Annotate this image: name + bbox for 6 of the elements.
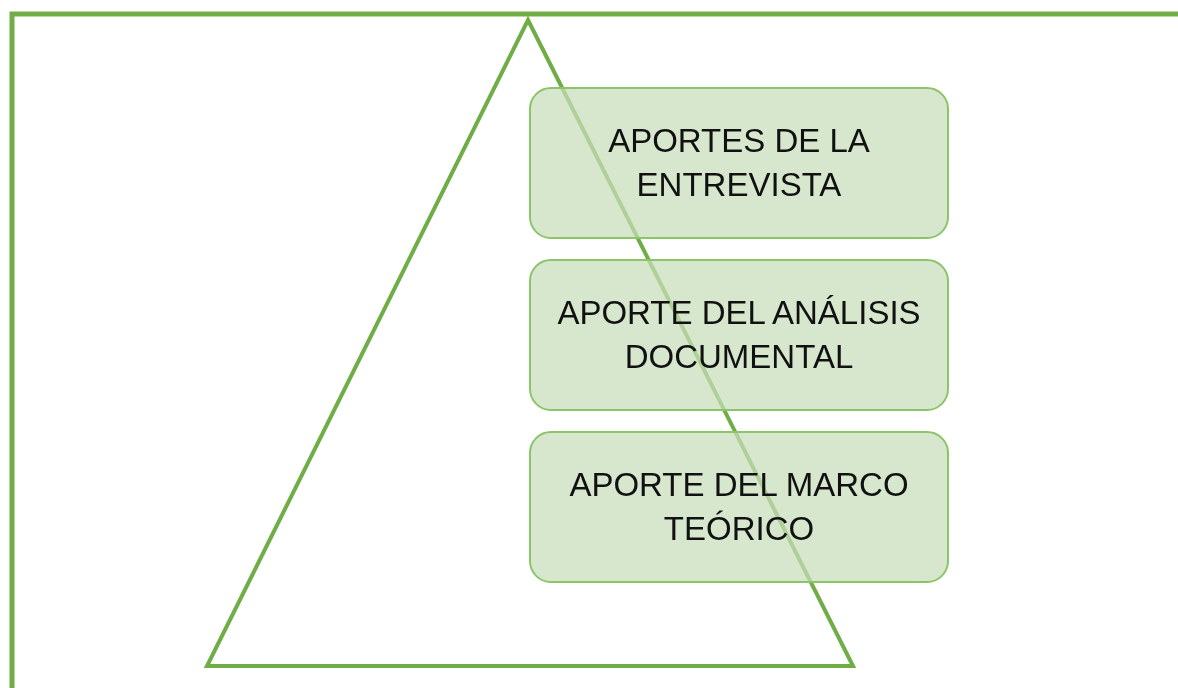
box-label: APORTES DE LA ENTREVISTA xyxy=(607,121,871,205)
box-label: APORTE DEL MARCO TEÓRICO xyxy=(568,465,910,549)
process-box xyxy=(529,431,949,583)
process-box xyxy=(529,87,949,239)
process-box xyxy=(529,259,949,411)
box-label: APORTE DEL ANÁLISIS DOCUMENTAL xyxy=(556,293,922,377)
